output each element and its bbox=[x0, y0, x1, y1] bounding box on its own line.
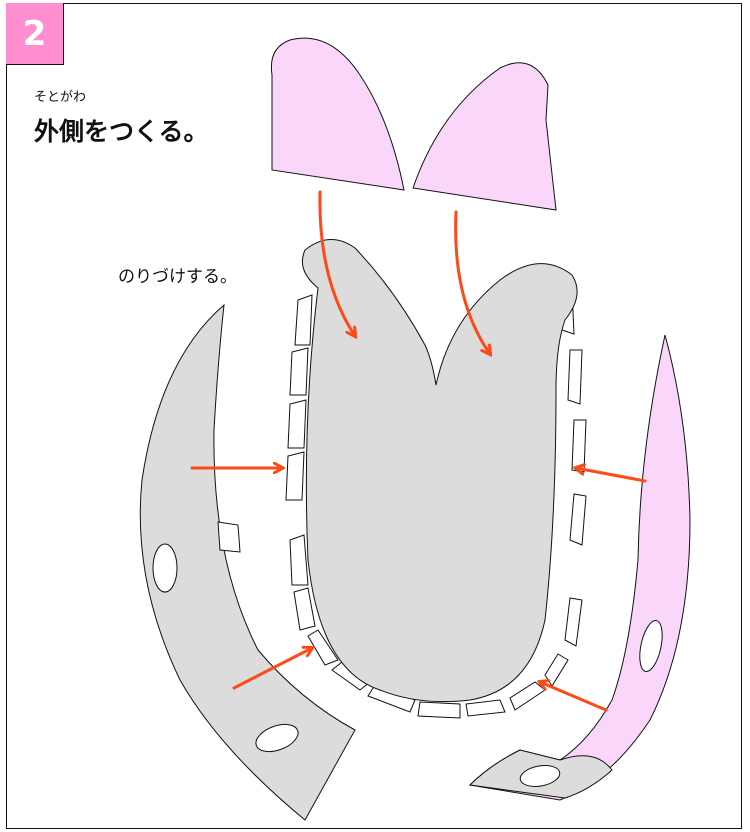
ear-piece-right bbox=[412, 62, 557, 211]
ear-piece-left bbox=[270, 37, 405, 191]
side-strip-left-tab bbox=[217, 521, 241, 553]
arrow-left-icon bbox=[576, 468, 647, 483]
step-number-badge: 2 bbox=[6, 3, 64, 65]
body-glue-tabs bbox=[285, 289, 587, 719]
title-ruby: そとがわ bbox=[34, 90, 87, 105]
diagram-frame bbox=[6, 3, 742, 829]
side-strip-left-hole bbox=[152, 543, 178, 593]
side-strip-left bbox=[139, 303, 356, 821]
arrow-down-icon bbox=[318, 190, 355, 336]
glue-instruction: のりづけする。 bbox=[118, 267, 237, 287]
body-panel bbox=[301, 239, 578, 703]
side-strip-right-hole bbox=[519, 765, 561, 787]
arrow-right-icon bbox=[232, 648, 312, 690]
page-title: 外側をつくる。 bbox=[34, 117, 209, 146]
side-strip-left-hole bbox=[255, 723, 299, 753]
side-strip-right-hole bbox=[639, 619, 663, 673]
arrow-down-icon bbox=[454, 210, 490, 354]
arrow-left-icon bbox=[540, 682, 608, 712]
